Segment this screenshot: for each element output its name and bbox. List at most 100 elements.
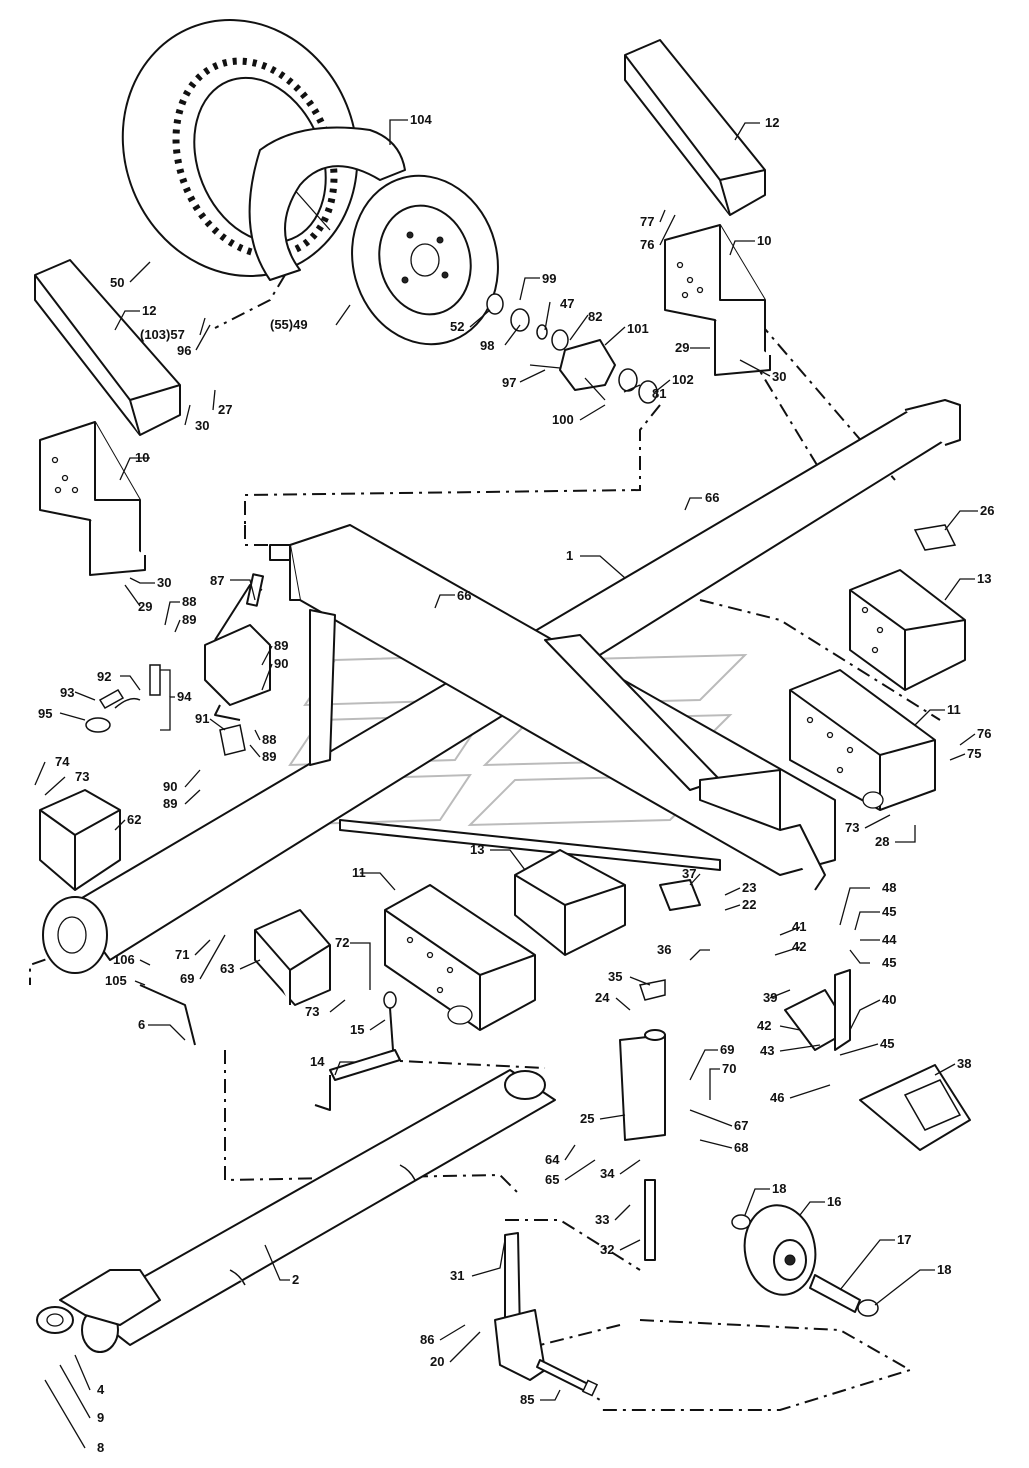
small-wheel — [731, 1204, 879, 1317]
part-label: 32 — [600, 1242, 614, 1257]
part-label: 88 — [262, 732, 276, 747]
part-label: 75 — [967, 746, 981, 761]
part-label: 36 — [657, 942, 671, 957]
part-label: 88 — [182, 594, 196, 609]
part-label: 46 — [770, 1090, 784, 1105]
part-label: 11 — [947, 702, 961, 717]
part-label: 101 — [627, 321, 649, 336]
part-label: 20 — [430, 1354, 444, 1369]
part-label: 100 — [552, 412, 574, 427]
part-label: 64 — [545, 1152, 560, 1167]
part-label: 90 — [274, 656, 288, 671]
part-label: 105 — [105, 973, 127, 988]
tyre — [121, 18, 359, 278]
part-label: 82 — [588, 309, 602, 324]
part-label: 69 — [180, 971, 194, 986]
part-label: (55)49 — [270, 317, 308, 332]
jack — [619, 979, 666, 1141]
wedge-38 — [859, 1064, 971, 1151]
bracket-left — [39, 421, 146, 576]
part-label: 42 — [757, 1018, 771, 1033]
part-label: 73 — [75, 769, 89, 784]
part-label: 70 — [722, 1061, 736, 1076]
part-label: 37 — [682, 866, 696, 881]
part-label: 4 — [97, 1382, 105, 1397]
part-label: 73 — [305, 1004, 319, 1019]
part-label: 97 — [502, 375, 516, 390]
part-label: 25 — [580, 1111, 594, 1126]
part-label: 44 — [882, 932, 897, 947]
part-label: 96 — [177, 343, 191, 358]
part-label: 93 — [60, 685, 74, 700]
fender-left — [34, 259, 181, 436]
part-label: 50 — [110, 275, 124, 290]
part-label: 10 — [135, 450, 149, 465]
part-label: 48 — [882, 880, 896, 895]
part-label: 24 — [595, 990, 610, 1005]
part-label: 16 — [827, 1194, 841, 1209]
part-label: 89 — [262, 749, 276, 764]
part-label: 30 — [772, 369, 786, 384]
winch — [204, 573, 271, 721]
part-label: 15 — [350, 1022, 364, 1037]
part-label: 74 — [55, 754, 70, 769]
part-label: 45 — [882, 904, 896, 919]
clip-40 — [784, 969, 851, 1051]
part-label: 28 — [875, 834, 889, 849]
small-fittings — [85, 664, 246, 756]
part-label: 52 — [450, 319, 464, 334]
rim — [351, 174, 499, 346]
part-label: 9 — [97, 1410, 104, 1425]
part-label: 67 — [734, 1118, 748, 1133]
part-label: 90 — [163, 779, 177, 794]
part-label: 71 — [175, 947, 189, 962]
part-label: 23 — [742, 880, 756, 895]
bolt-85 — [536, 1359, 599, 1397]
part-label: 76 — [640, 237, 654, 252]
part-label: 17 — [897, 1232, 911, 1247]
fender-right — [624, 39, 766, 216]
bracket-63 — [254, 909, 331, 1006]
part-label: 41 — [792, 919, 806, 934]
plate-37 — [659, 879, 701, 911]
part-label: 2 — [292, 1272, 299, 1287]
part-label: 13 — [977, 571, 991, 586]
part-label: 94 — [177, 689, 192, 704]
part-label: 42 — [792, 939, 806, 954]
part-label: 99 — [542, 271, 556, 286]
bracket-62 — [39, 789, 121, 891]
bracket-14 — [314, 991, 401, 1111]
part-label: 14 — [310, 1054, 325, 1069]
part-label: 62 — [127, 812, 141, 827]
part-label: 69 — [720, 1042, 734, 1057]
part-label: 66 — [705, 490, 719, 505]
part-label: 30 — [195, 418, 209, 433]
part-label: 39 — [763, 990, 777, 1005]
part-label: 18 — [772, 1181, 786, 1196]
leader-lines — [34, 119, 978, 1449]
part-label: 35 — [608, 969, 622, 984]
part-label: 73 — [845, 820, 859, 835]
part-label: 66 — [457, 588, 471, 603]
part-label: 89 — [163, 796, 177, 811]
part-label: 87 — [210, 573, 224, 588]
part-label: 34 — [600, 1166, 615, 1181]
block-11-lower — [384, 884, 536, 1031]
part-label: 102 — [672, 372, 694, 387]
part-label: 106 — [113, 952, 135, 967]
part-label: 91 — [195, 711, 209, 726]
part-label: 65 — [545, 1172, 559, 1187]
part-label: 8 — [97, 1440, 104, 1455]
screw-32 — [644, 1179, 656, 1261]
block-13-upper — [849, 569, 966, 691]
part-label: 77 — [640, 214, 654, 229]
part-label: 12 — [765, 115, 779, 130]
part-label: 89 — [274, 638, 288, 653]
part-label: 11 — [352, 865, 366, 880]
part-label: 40 — [882, 992, 896, 1007]
part-label: 92 — [97, 669, 111, 684]
part-label: 98 — [480, 338, 494, 353]
part-label: 29 — [138, 599, 152, 614]
part-label: 27 — [218, 402, 232, 417]
